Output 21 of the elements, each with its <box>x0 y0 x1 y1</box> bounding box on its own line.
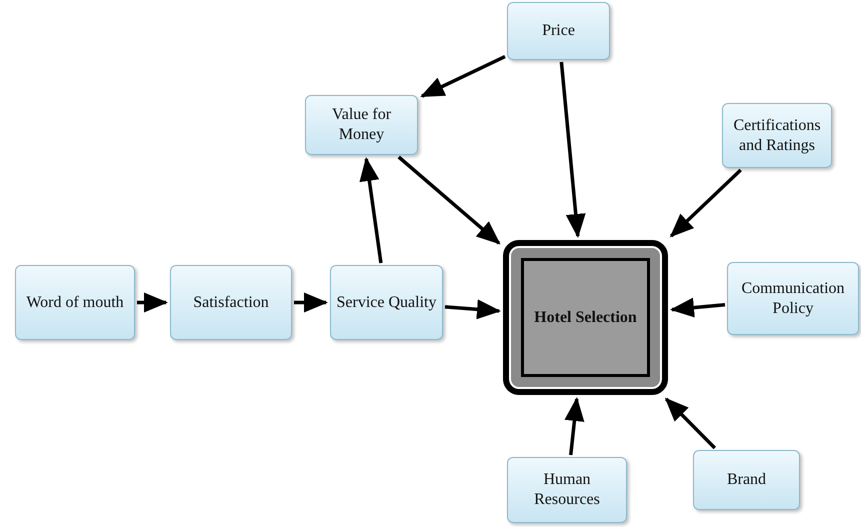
concept-box: Price <box>507 2 610 60</box>
concept-box: Service Quality <box>330 265 443 340</box>
arrow <box>564 397 584 456</box>
concept-box: Certifications and Ratings <box>722 103 832 168</box>
arrow <box>420 54 506 98</box>
concept-box: Human Resources <box>507 457 627 523</box>
arrow <box>664 398 716 450</box>
arrow <box>560 62 586 238</box>
arrow <box>444 299 501 320</box>
concept-box: Satisfaction <box>170 265 292 340</box>
arrow <box>294 292 328 312</box>
concept-box: Value for Money <box>305 95 418 155</box>
concept-box: Communication Policy <box>727 262 859 335</box>
arrow <box>137 292 168 312</box>
arrow <box>359 157 383 264</box>
concept-box: Word of mouth <box>15 265 135 340</box>
arrow <box>670 168 742 238</box>
concept-box: Brand <box>693 450 800 510</box>
arrow <box>398 156 501 244</box>
arrow <box>670 298 726 318</box>
central-box: Hotel Selection <box>503 240 668 395</box>
